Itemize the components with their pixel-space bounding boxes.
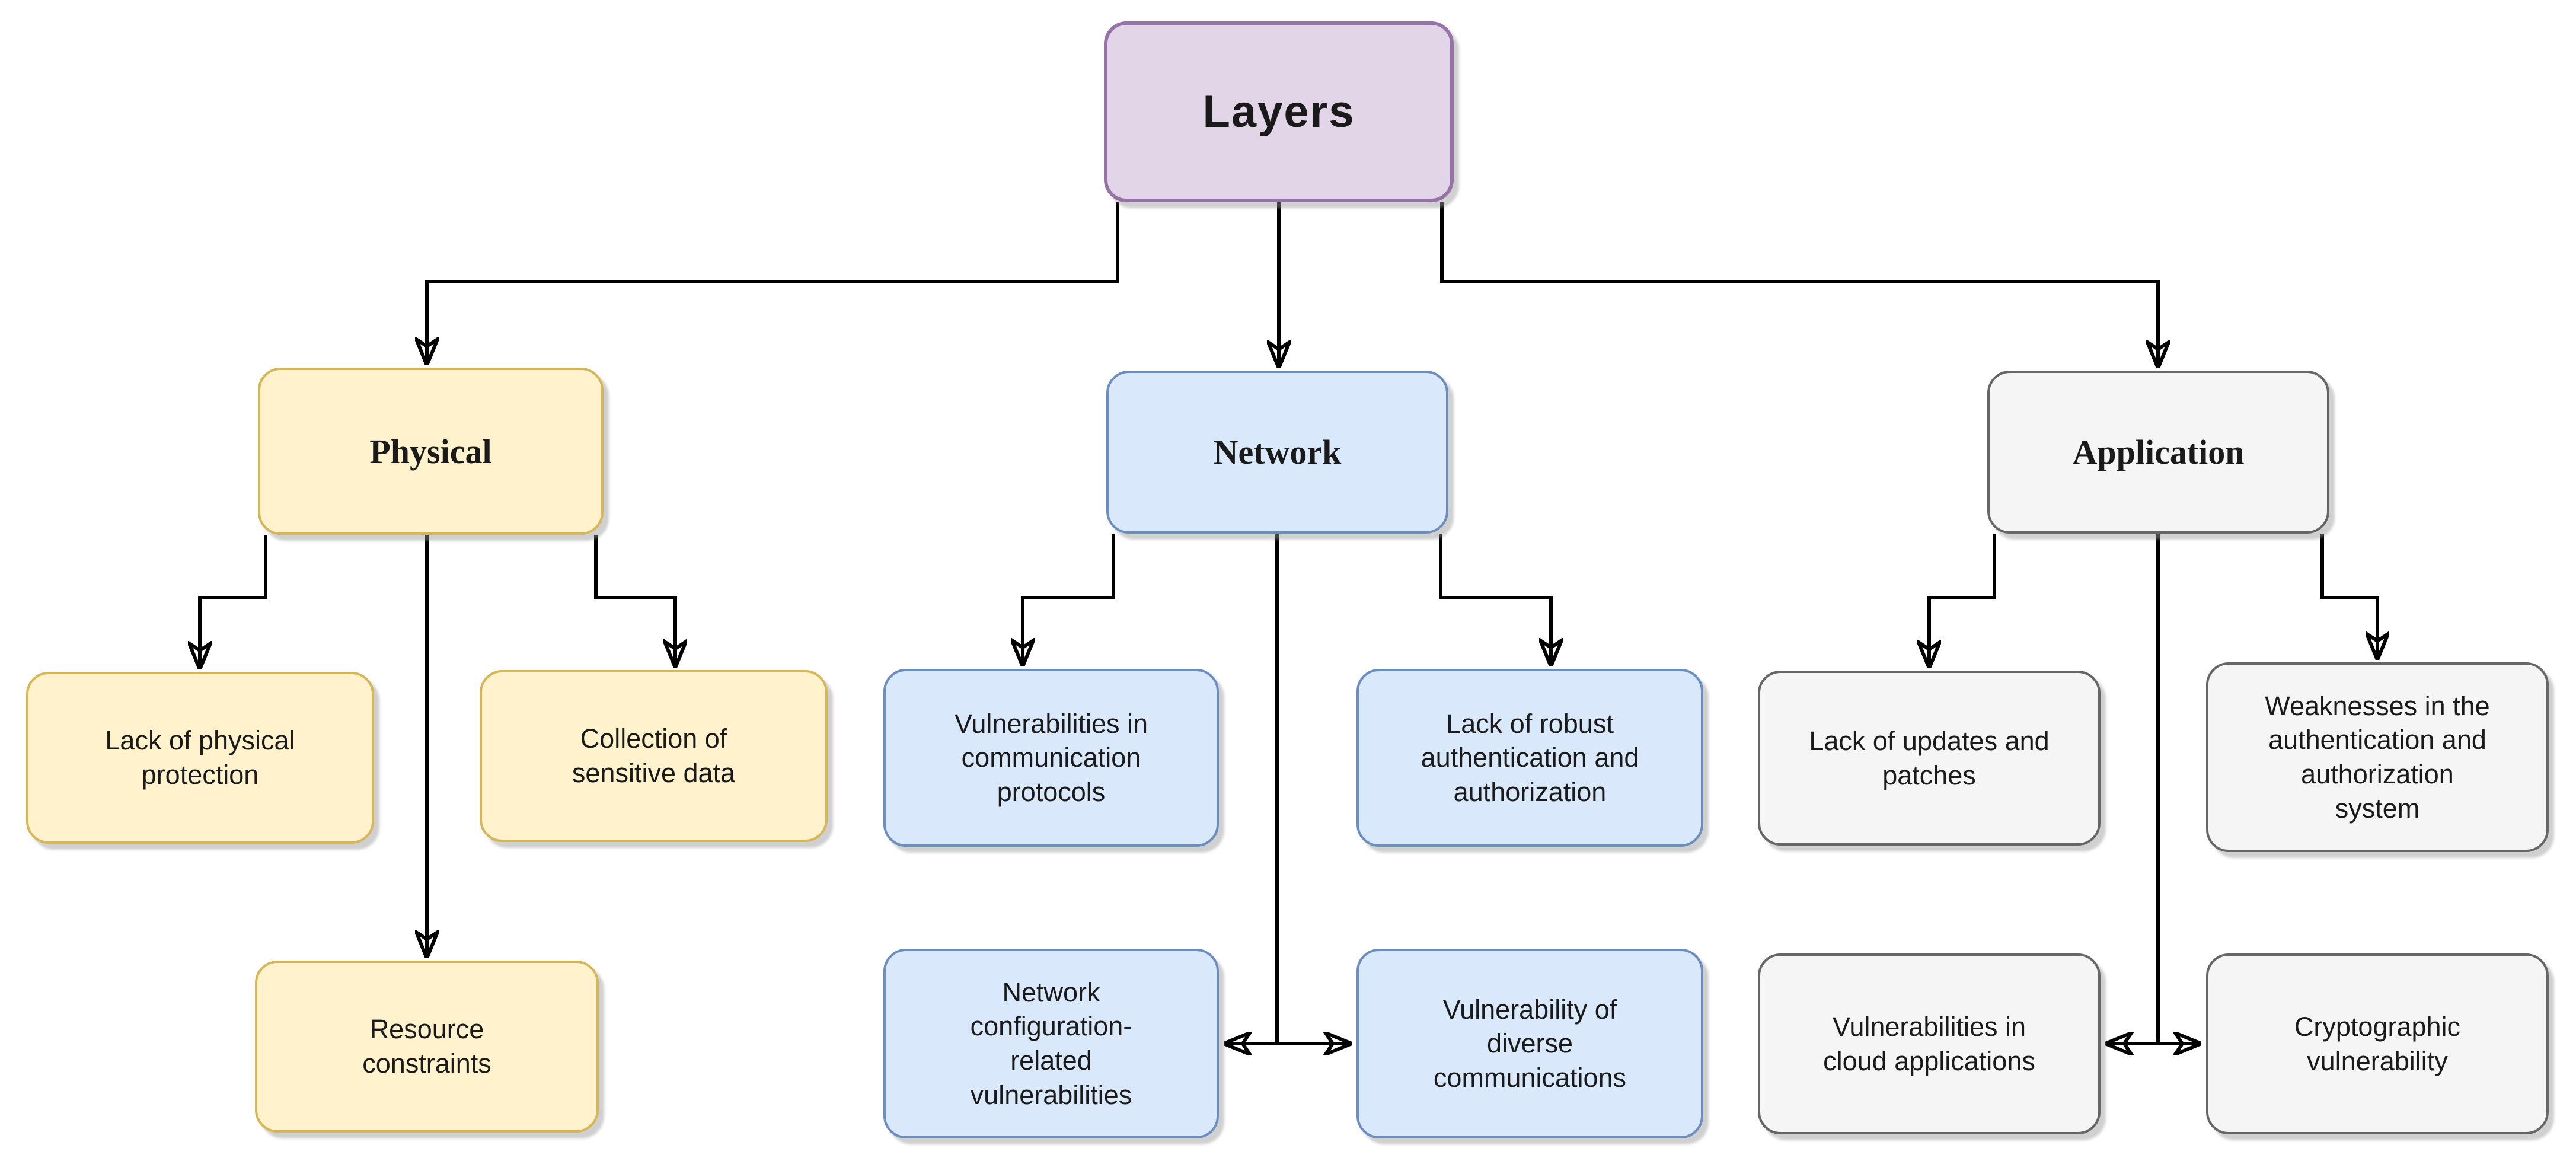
leaf-label: Vulnerabilities in communication protoco…	[954, 708, 1148, 807]
node-network-label: Network	[1213, 433, 1342, 471]
node-application: Application	[1987, 371, 2329, 534]
node-application-label: Application	[2072, 433, 2245, 471]
node-network-configuration-vulnerabilities: Network configuration- related vulnerabi…	[883, 949, 1219, 1138]
node-resource-constraints: Resource constraints	[255, 961, 599, 1133]
node-physical: Physical	[258, 368, 604, 535]
leaf-label: Vulnerabilities in cloud applications	[1823, 1011, 2035, 1076]
leaf-label: Lack of physical protection	[105, 725, 295, 790]
node-lack-robust-authentication: Lack of robust authentication and author…	[1356, 669, 1703, 847]
node-physical-label: Physical	[369, 432, 492, 471]
node-vulnerabilities-communication-protocols: Vulnerabilities in communication protoco…	[883, 669, 1219, 847]
node-weaknesses-authentication-system: Weaknesses in the authentication and aut…	[2206, 662, 2549, 852]
edge-application-weaknesses	[2320, 534, 2377, 659]
node-layers: Layers	[1104, 21, 1454, 202]
edge-layers-physical	[427, 202, 1119, 364]
leaf-label: Collection of sensitive data	[572, 723, 736, 788]
leaf-label: Network configuration- related vulnerabi…	[970, 977, 1132, 1110]
leaf-label: Weaknesses in the authentication and aut…	[2265, 690, 2490, 824]
leaf-label: Resource constraints	[362, 1014, 491, 1079]
leaf-label: Lack of updates and patches	[1809, 725, 2050, 790]
node-lack-of-updates-and-patches: Lack of updates and patches	[1758, 671, 2101, 846]
leaf-label: Cryptographic vulnerability	[2294, 1011, 2461, 1076]
edge-network-comm-protocols	[1023, 534, 1115, 665]
edge-physical-collection	[594, 535, 675, 666]
node-network: Network	[1106, 371, 1448, 534]
edge-layers-application	[1440, 202, 2158, 367]
node-vulnerabilities-cloud-applications: Vulnerabilities in cloud applications	[1758, 953, 2101, 1134]
node-cryptographic-vulnerability: Cryptographic vulnerability	[2206, 953, 2549, 1134]
node-vulnerability-diverse-communications: Vulnerability of diverse communications	[1356, 949, 1703, 1138]
leaf-label: Lack of robust authentication and author…	[1421, 708, 1639, 807]
leaf-label: Vulnerability of diverse communications	[1433, 994, 1627, 1093]
node-layers-label: Layers	[1202, 87, 1355, 137]
edge-physical-lack-protection	[200, 535, 267, 668]
edge-network-robust-auth	[1439, 534, 1551, 665]
edge-application-updates	[1929, 534, 1996, 667]
node-lack-of-physical-protection: Lack of physical protection	[26, 672, 374, 844]
node-collection-of-sensitive-data: Collection of sensitive data	[480, 670, 828, 842]
